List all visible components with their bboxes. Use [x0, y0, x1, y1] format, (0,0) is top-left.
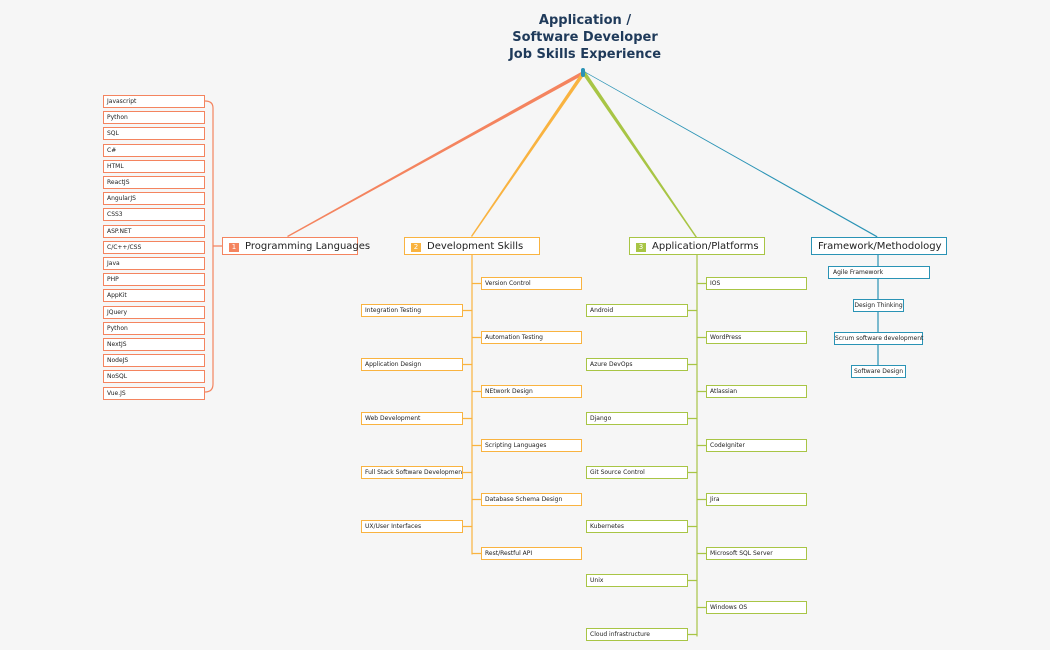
- diagram-title: Application / Software Developer Job Ski…: [480, 12, 690, 63]
- development-skill-item[interactable]: Integration Testing: [361, 304, 463, 317]
- connector-programming: [287, 71, 585, 237]
- platform-item[interactable]: Cloud infrastructure: [586, 628, 688, 641]
- branch-application-platforms[interactable]: 3 Application/Platforms: [629, 237, 765, 255]
- platform-item[interactable]: Atlassian: [706, 385, 807, 398]
- programming-language-item[interactable]: AngularJS: [103, 192, 205, 206]
- platform-item[interactable]: Kubernetes: [586, 520, 688, 533]
- connector-development: [471, 72, 585, 237]
- programming-language-item[interactable]: JQuery: [103, 305, 205, 319]
- programming-language-item[interactable]: ASP.NET: [103, 224, 205, 238]
- programming-language-item[interactable]: PHP: [103, 273, 205, 287]
- programming-language-item[interactable]: C#: [103, 143, 205, 157]
- branch-number-badge: 2: [411, 243, 421, 252]
- branch-label: Programming Languages: [245, 241, 371, 252]
- platform-item[interactable]: Windows OS: [706, 601, 807, 614]
- programming-language-item[interactable]: Java: [103, 257, 205, 270]
- programming-language-item[interactable]: Python: [103, 321, 205, 335]
- development-skill-item[interactable]: Application Design: [361, 358, 463, 371]
- development-skill-item[interactable]: Automation Testing: [481, 331, 582, 344]
- programming-bracket: [204, 100, 214, 393]
- platform-item[interactable]: IOS: [706, 277, 807, 290]
- branch-label: Application/Platforms: [652, 241, 759, 252]
- programming-language-item[interactable]: NoSQL: [103, 370, 205, 384]
- programming-language-item[interactable]: ReactJS: [103, 176, 205, 189]
- connector-framework: [582, 70, 878, 238]
- programming-language-item[interactable]: C/C++/CSS: [103, 240, 205, 254]
- branch-number-badge: 1: [229, 243, 239, 252]
- framework-item[interactable]: Agile Framework: [828, 266, 930, 279]
- development-skill-item[interactable]: Database Schema Design: [481, 493, 582, 506]
- programming-language-item[interactable]: CSS3: [103, 208, 205, 222]
- programming-language-item[interactable]: HTML: [103, 159, 205, 173]
- title-line-2: Software Developer: [512, 30, 658, 45]
- framework-item[interactable]: Scrum software development: [834, 332, 923, 345]
- programming-language-item[interactable]: Python: [103, 111, 205, 125]
- platform-item[interactable]: Jira: [706, 493, 807, 506]
- programming-language-item[interactable]: AppKit: [103, 289, 205, 303]
- development-skill-item[interactable]: Rest/Restful API: [481, 547, 582, 560]
- programming-language-item[interactable]: Javascript: [103, 95, 205, 108]
- framework-item[interactable]: Design Thinking: [853, 299, 904, 312]
- platform-item[interactable]: Unix: [586, 574, 688, 587]
- programming-language-item[interactable]: NodeJS: [103, 354, 205, 368]
- platform-item[interactable]: Azure DevOps: [586, 358, 688, 371]
- programming-language-item[interactable]: NextJS: [103, 338, 205, 351]
- platform-item[interactable]: Django: [586, 412, 688, 425]
- platform-item[interactable]: Microsoft SQL Server: [706, 547, 807, 560]
- title-line-1: Application /: [538, 13, 632, 28]
- platform-item[interactable]: Git Source Control: [586, 466, 688, 479]
- connector-platforms: [581, 71, 697, 238]
- platform-item[interactable]: CodeIgniter: [706, 439, 807, 452]
- platform-item[interactable]: Android: [586, 304, 688, 317]
- programming-language-item[interactable]: SQL: [103, 127, 205, 141]
- development-skill-item[interactable]: Version Control: [481, 277, 582, 290]
- branch-number-badge: 3: [636, 243, 646, 252]
- programming-language-item[interactable]: Vue.JS: [103, 386, 205, 400]
- title-line-3: Job Skills Experience: [508, 47, 662, 62]
- branch-label: Framework/Methodology: [818, 241, 942, 252]
- branch-label: Development Skills: [427, 241, 524, 252]
- development-skill-item[interactable]: Full Stack Software Development: [361, 466, 463, 479]
- development-skill-item[interactable]: Web Development: [361, 412, 463, 425]
- development-skill-item[interactable]: NEtwork Design: [481, 385, 582, 398]
- development-skill-item[interactable]: UX/User Interfaces: [361, 520, 463, 533]
- platform-item[interactable]: WordPress: [706, 331, 807, 344]
- branch-development-skills[interactable]: 2 Development Skills: [404, 237, 540, 255]
- branch-framework-methodology[interactable]: Framework/Methodology: [811, 237, 947, 255]
- branch-programming-languages[interactable]: 1 Programming Languages: [222, 237, 370, 255]
- framework-item[interactable]: Software Design: [851, 365, 906, 378]
- development-skill-item[interactable]: Scripting Languages: [481, 439, 582, 452]
